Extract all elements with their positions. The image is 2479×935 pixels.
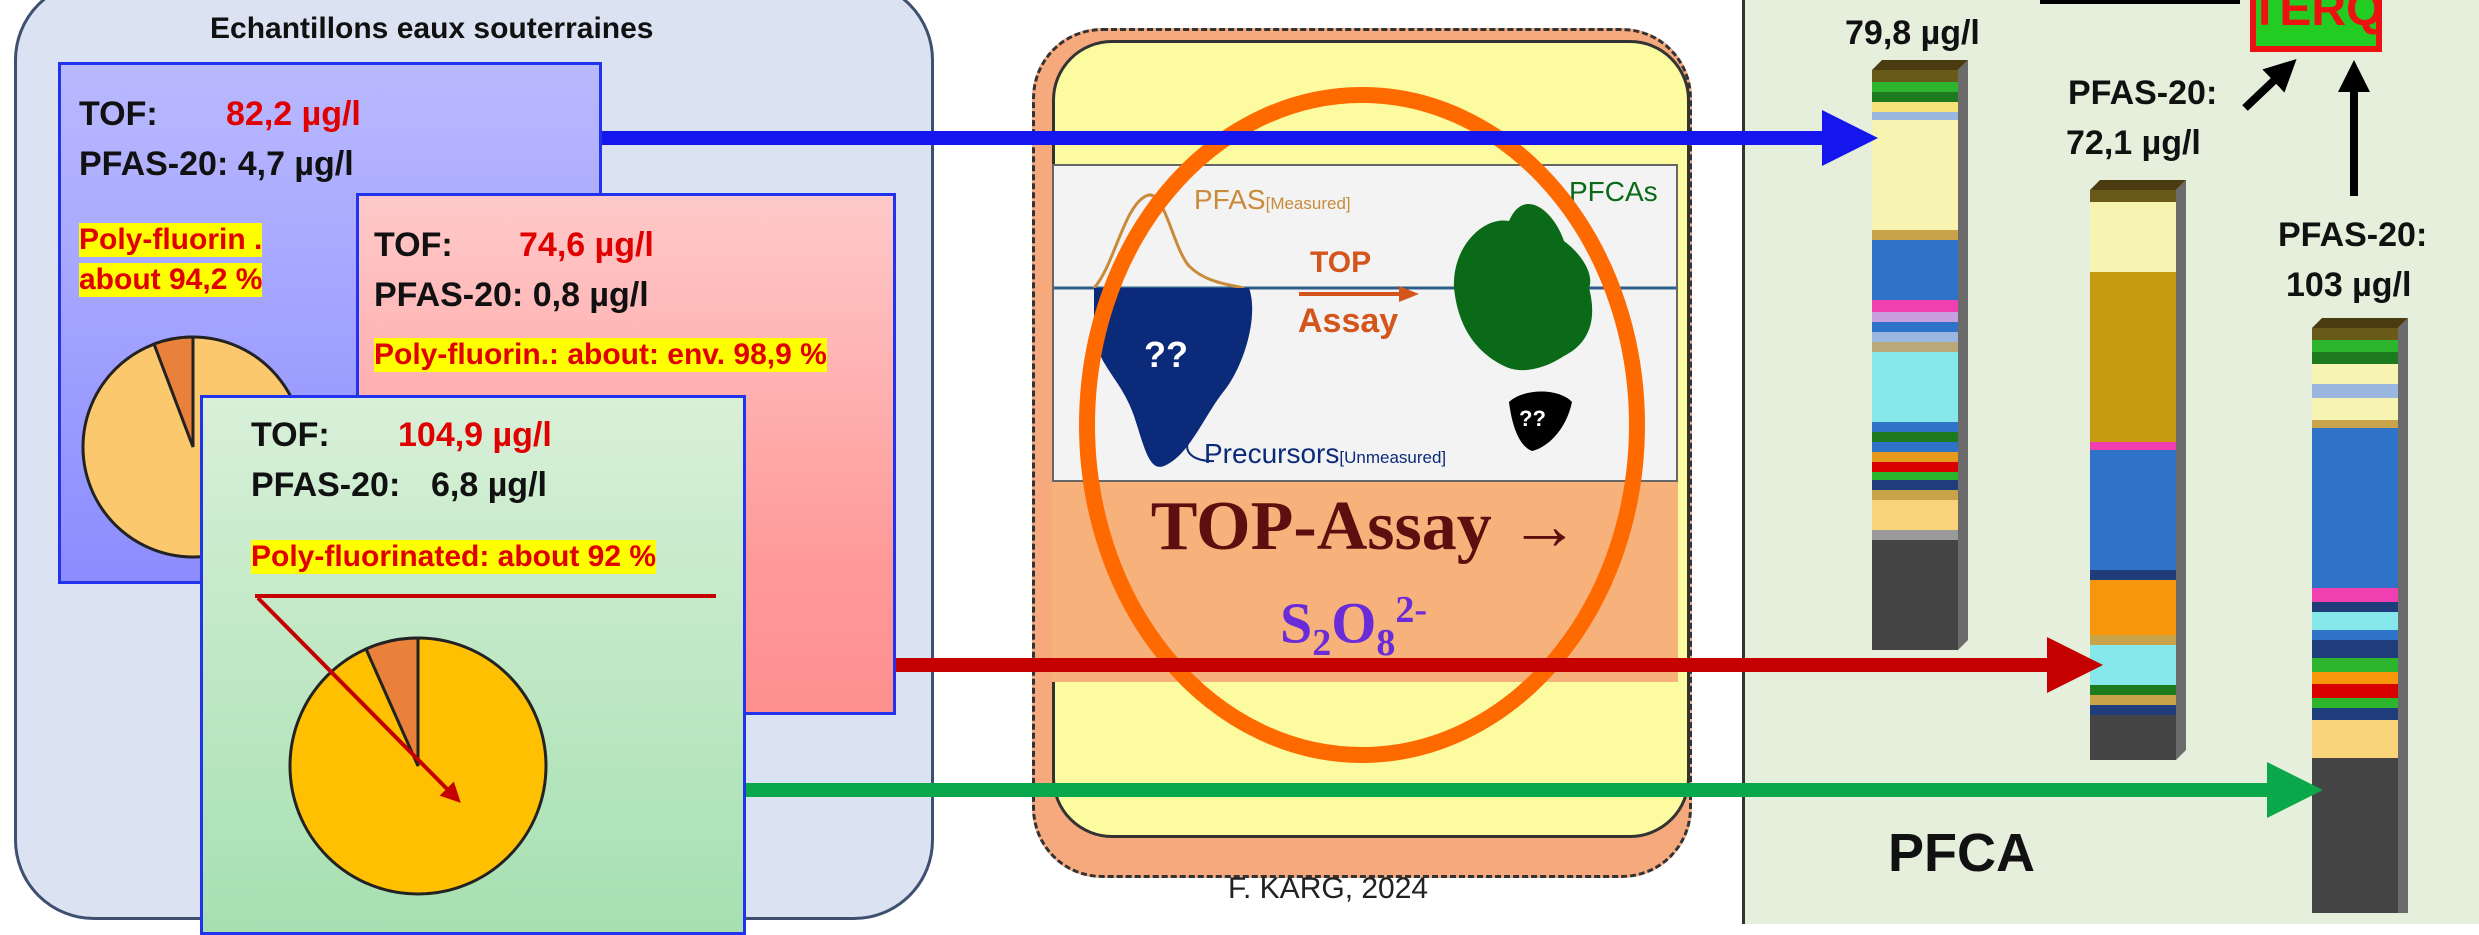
precursors-pointer: [1186, 435, 1215, 463]
persulfate-formula: S2O82-: [1280, 588, 1427, 665]
formula-s: S: [1280, 590, 1313, 656]
bar-2-label-line1: PFAS-20:: [2068, 74, 2218, 112]
pfas-measured-text: PFAS: [1194, 184, 1266, 215]
formula-o: O: [1331, 590, 1377, 656]
tof-label: TOF:: [374, 226, 453, 264]
precursors-text: Precursors: [1204, 438, 1340, 469]
pfcas-iceberg-mid: [1454, 288, 1593, 371]
top-assay-title: TOP-Assay →: [1150, 488, 1580, 565]
pfca-stack-bar-2: [2090, 180, 2186, 760]
tof-value: 82,2 µg/l: [226, 95, 361, 133]
pfcas-iceberg-top: [1453, 203, 1591, 288]
bar-3-label-line1: PFAS-20:: [2278, 216, 2428, 254]
flow-arrow-layer: [602, 0, 2370, 818]
credit-text: F. KARG, 2024: [1228, 872, 1429, 905]
tof-value: 74,6 µg/l: [519, 226, 654, 264]
formula-s-subscript: 2: [1312, 621, 1332, 664]
sample-3-pie-chart: [288, 636, 548, 896]
pfca-stack-bar-1: [1872, 60, 1968, 650]
samples-panel-title: Echantillons eaux souterraines: [210, 12, 654, 45]
tof-value: 104,9 µg/l: [398, 416, 552, 454]
pfas-value: PFAS-20: 4,7 µg/l: [79, 145, 354, 183]
tof-label: TOF:: [251, 416, 330, 454]
unmeasured-core: [1509, 391, 1572, 451]
formula-o-subscript: 8: [1376, 621, 1396, 664]
formula-charge: 2-: [1395, 589, 1428, 631]
bar-2-label-line2: 72,1 µg/l: [2066, 124, 2201, 162]
pfas-measured-label: PFAS[Measured]: [1194, 184, 1351, 216]
polyfluorinated-value: about 94,2 %: [79, 263, 263, 297]
top-assay-arrow-head: [1399, 286, 1419, 302]
bar-1-total-label: 79,8 µg/l: [1845, 14, 1980, 52]
pfas-value: PFAS-20: 0,8 µg/l: [374, 276, 649, 314]
tof-label: TOF:: [79, 95, 158, 133]
pfca-label: PFCA: [1888, 823, 2035, 883]
iceberg-drawing: [1054, 193, 1676, 467]
bar-2-to-terq-arrow: [2242, 58, 2297, 111]
pie-pointer-arrow: [256, 596, 461, 803]
precursors-label: Precursors[Unmeasured]: [1204, 438, 1446, 470]
unknown-left-label: ??: [1144, 334, 1188, 375]
sample-card-3: TOF: 104,9 µg/l PFAS-20: 6,8 µg/l Poly-f…: [200, 395, 746, 935]
pfas-measured-subscript: [Measured]: [1265, 194, 1351, 213]
precursors-subscript: [Unmeasured]: [1339, 448, 1447, 467]
terq-label: TERQ: [2250, 0, 2384, 36]
bar-3-label-line2: 103 µg/l: [2286, 266, 2412, 304]
precursors-iceberg: [1094, 288, 1253, 467]
iceberg-top-label: TOP: [1310, 246, 1372, 279]
pie-small-slice: [152, 335, 195, 448]
pfcas-label: PFCAs: [1569, 176, 1658, 207]
polyfluorinated-label: Poly-fluorin .: [79, 223, 263, 257]
pfas-value: 6,8 µg/l: [431, 466, 547, 504]
polyfluorinated-value: Poly-fluorinated: about 92 %: [251, 540, 657, 574]
pointer-arrow-layer: [255, 594, 716, 803]
pfas-label: PFAS-20:: [251, 466, 401, 504]
pie-small-slice: [364, 636, 420, 767]
terq-box: [2250, 0, 2382, 52]
iceberg-assay-label: Assay: [1298, 302, 1399, 340]
polyfluorinated-value: Poly-fluorin.: about: env. 98,9 %: [374, 338, 827, 372]
top-assay-highlight-ellipse: [1079, 87, 1645, 763]
pfca-stack-bar-3: [2312, 318, 2408, 913]
unknown-right-label: ??: [1519, 406, 1546, 431]
